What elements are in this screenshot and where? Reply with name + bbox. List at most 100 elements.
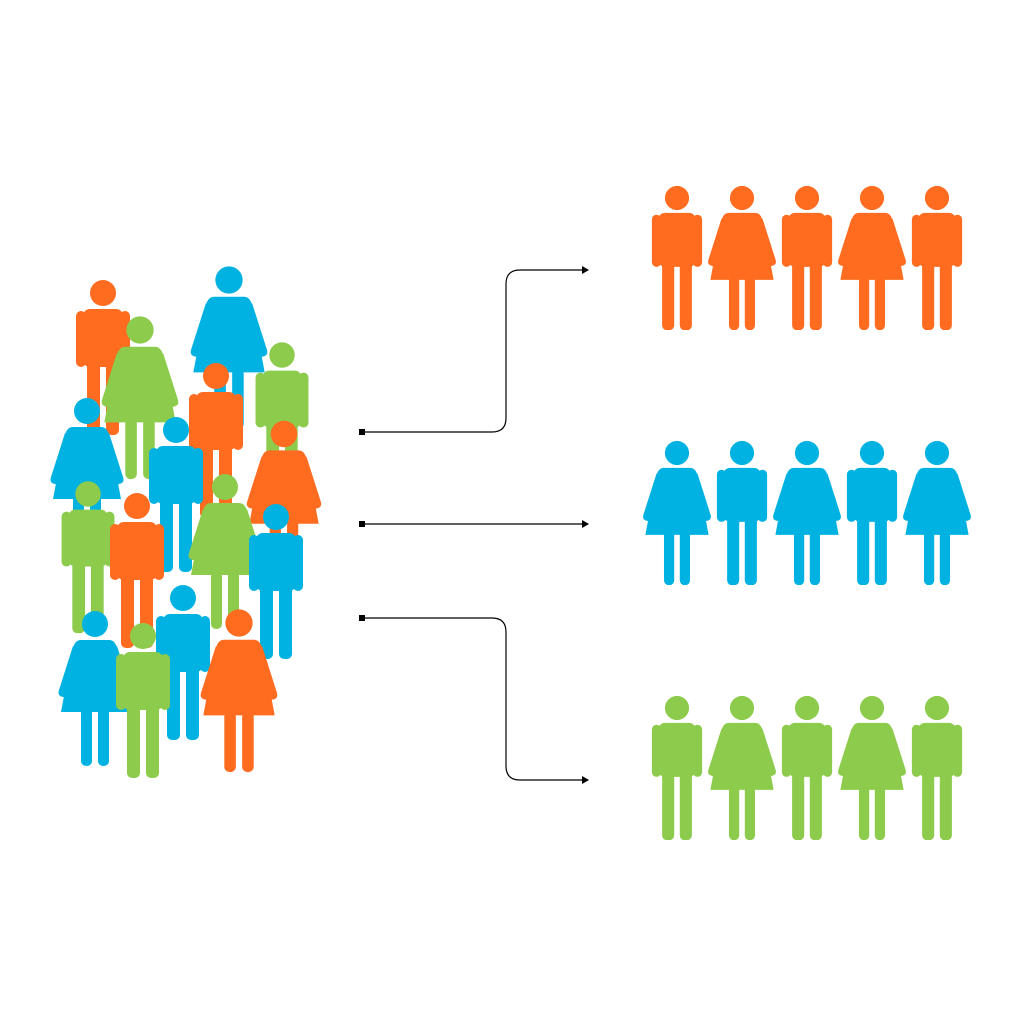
left-leg [922, 259, 935, 331]
right-leg [744, 786, 756, 841]
left-arm [846, 469, 857, 522]
male-person-icon [716, 440, 768, 586]
right-arm [757, 469, 768, 522]
left-arm [246, 456, 270, 509]
right-leg [939, 259, 952, 331]
male-person-icon [651, 695, 703, 841]
left-arm [838, 218, 859, 267]
left-leg [662, 769, 675, 841]
head [794, 440, 820, 466]
right-arm [243, 303, 268, 357]
right-leg [874, 276, 886, 331]
left-leg [260, 583, 273, 659]
male-person-icon [249, 504, 303, 659]
right-leg [809, 769, 822, 841]
head [924, 695, 950, 721]
head [859, 695, 885, 721]
right-leg [939, 531, 951, 586]
male-person-icon [651, 185, 703, 331]
left-arm [101, 353, 126, 407]
left-leg [923, 531, 935, 586]
left-leg [127, 702, 140, 778]
right-leg [679, 769, 692, 841]
male-person-icon [156, 585, 210, 740]
right-arm [293, 535, 303, 591]
torso [262, 370, 302, 428]
right-leg [179, 496, 192, 572]
torso [196, 392, 236, 450]
right-leg [744, 514, 757, 586]
torso [723, 467, 761, 522]
left-arm [249, 535, 259, 591]
left-leg [858, 786, 870, 841]
female-person-icon [190, 266, 268, 430]
left-leg [200, 442, 213, 518]
left-arm [651, 214, 662, 267]
head [124, 493, 150, 519]
head [859, 185, 885, 211]
left-arm [149, 448, 159, 504]
right-arm [952, 214, 963, 267]
right-arm [160, 654, 170, 710]
head [263, 504, 289, 530]
left-leg [857, 514, 870, 586]
left-arm [643, 473, 664, 522]
head [924, 185, 950, 211]
right-arm [253, 646, 278, 700]
torso [918, 722, 956, 777]
right-leg [279, 583, 292, 659]
male-person-icon [61, 481, 115, 634]
torso [256, 533, 296, 591]
torso [123, 652, 163, 710]
right-arm [885, 218, 906, 267]
left-leg [224, 711, 236, 773]
torso [117, 522, 157, 580]
male-person-icon [781, 695, 833, 841]
female-person-icon [200, 609, 278, 773]
left-leg [72, 558, 86, 634]
right-arm [298, 372, 309, 428]
right-arm [154, 524, 164, 580]
head [225, 609, 253, 637]
connector-start-square [359, 521, 365, 527]
right-arm [755, 728, 776, 777]
head [794, 695, 820, 721]
male-person-icon [149, 417, 203, 572]
female-person-icon [903, 440, 971, 586]
right-arm [298, 456, 322, 509]
torso [163, 614, 203, 672]
left-arm [651, 724, 662, 777]
mixed-crowd [50, 266, 322, 778]
connector-line [365, 266, 589, 433]
head [664, 695, 690, 721]
head [163, 417, 189, 443]
connector-start-square [359, 429, 365, 435]
head [90, 280, 116, 306]
head [130, 623, 156, 649]
male-person-icon [781, 185, 833, 331]
left-arm [781, 724, 792, 777]
head [664, 185, 690, 211]
male-person-icon [911, 185, 963, 331]
connector-to-green-group [359, 615, 589, 784]
right-leg [939, 769, 952, 841]
left-arm [838, 728, 859, 777]
torso [658, 722, 696, 777]
right-leg [809, 259, 822, 331]
left-arm [200, 646, 225, 700]
torso [788, 722, 826, 777]
right-arm [950, 473, 971, 522]
right-arm [822, 724, 833, 777]
right-leg [679, 259, 692, 331]
left-arm [58, 646, 81, 698]
connector-to-blue-group [359, 520, 589, 528]
right-leg [186, 664, 199, 740]
head [270, 420, 298, 448]
head [215, 266, 243, 294]
left-arm [110, 524, 120, 580]
male-person-icon [116, 623, 170, 778]
male-person-icon [846, 440, 898, 586]
head [74, 398, 100, 424]
